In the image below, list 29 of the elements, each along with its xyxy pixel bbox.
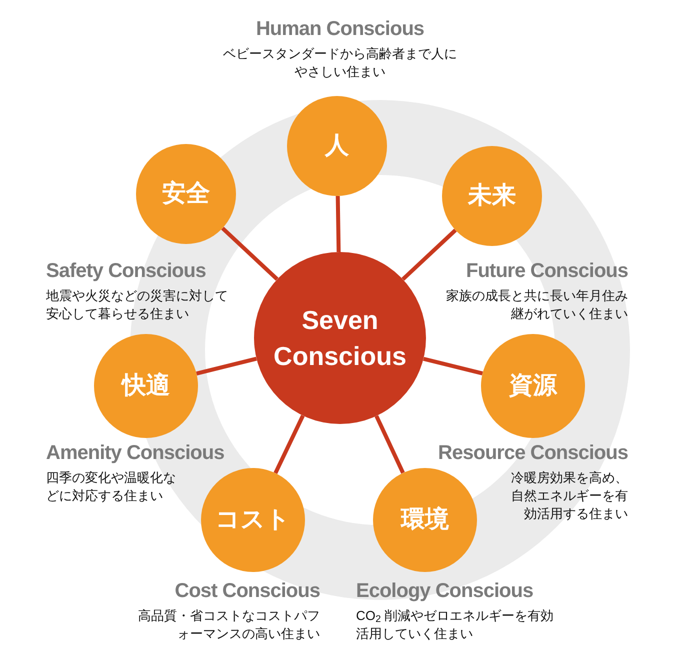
category-label: コスト — [216, 505, 290, 535]
connector-line — [401, 228, 457, 281]
category-heading: Safety Conscious — [46, 259, 206, 284]
connector-line — [196, 356, 257, 376]
category-label: 安全 — [162, 179, 210, 209]
category-heading: Future Conscious — [466, 259, 628, 284]
category-heading: Human Conscious — [256, 17, 424, 42]
connector-line — [221, 226, 279, 281]
category-description: 高品質・省コストなコストパフォーマンスの高い住まい — [138, 607, 320, 643]
category-description: ベビースタンダードから高齢者まで人にやさしい住まい — [222, 45, 458, 81]
connector-line — [274, 414, 305, 474]
connector-line — [336, 196, 341, 252]
category-description: 家族の成長と共に長い年月住み継がれていく住まい — [445, 287, 628, 323]
category-description: 地震や火災などの災害に対して安心して暮らせる住まい — [46, 287, 229, 323]
category-label: 人 — [325, 131, 349, 161]
category-description: CO$_{2}$ 削減やゼロエネルギーを有効活用していく住まい — [356, 607, 555, 643]
category-heading: Resource Conscious — [438, 441, 628, 466]
connector-line — [422, 356, 484, 376]
category-heading: Amenity Conscious — [46, 441, 224, 466]
category-heading: Cost Conscious — [174, 579, 320, 604]
category-description: 冷暖房効果を高め、自然エネルギーを有効活用する住まい — [510, 469, 628, 523]
category-label: 環境 — [401, 505, 449, 535]
category-heading: Ecology Conscious — [356, 579, 534, 604]
category-label: 快適 — [122, 371, 170, 401]
connector-line — [374, 415, 405, 474]
category-description: 四季の変化や温暖化などに対応する住まい — [46, 469, 177, 505]
category-label: 未来 — [468, 181, 516, 211]
category-label: 資源 — [509, 371, 557, 401]
center-title: Seven Conscious — [274, 304, 406, 373]
